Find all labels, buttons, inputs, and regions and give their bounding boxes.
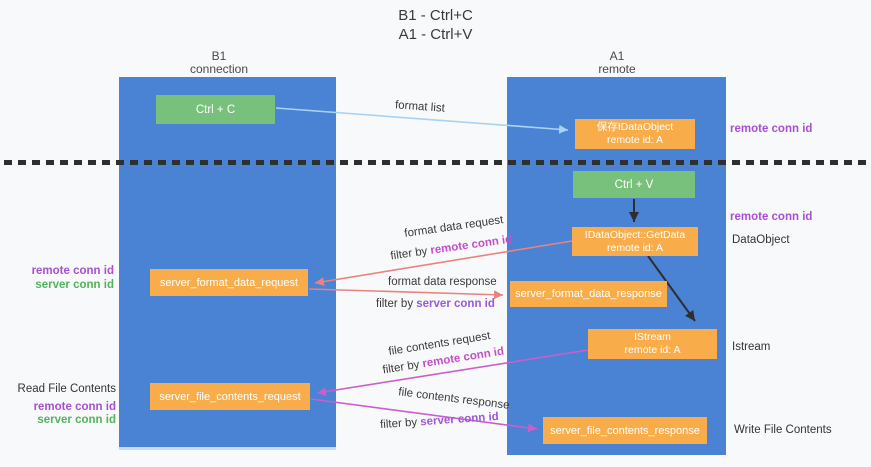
annotation-dataobject: DataObject xyxy=(732,234,790,246)
node-istream-line2: remote id: A xyxy=(624,344,681,356)
node-server-format-data-response-label: server_format_data_response xyxy=(515,288,662,300)
filter-by-text: filter by xyxy=(376,298,417,310)
lane-header-a1-remote: A1 remote xyxy=(517,50,717,76)
node-server-file-contents-request-label: server_file_contents_request xyxy=(159,390,301,403)
edge-label-format-data-response: format data response xyxy=(388,276,497,288)
annotation-remote-conn-id-mid: remote conn id xyxy=(730,211,813,223)
lane-b1-role: connection xyxy=(189,62,249,76)
node-istream-line1: IStream xyxy=(634,331,671,343)
node-getdata-line1: IDataObject::GetData xyxy=(584,228,686,241)
annotation-server-conn-id-left-2: server conn id xyxy=(37,414,116,426)
node-server-file-contents-response-label: server_file_contents_response xyxy=(550,424,700,437)
edge-label-format-list: format list xyxy=(394,99,446,115)
lane-a1-role: remote xyxy=(598,62,636,76)
node-server-file-contents-response: server_file_contents_response xyxy=(543,417,707,444)
title-line-2: A1 - Ctrl+V xyxy=(398,26,473,43)
dashed-divider-line xyxy=(4,160,867,165)
lane-header-b1-connection: B1 connection xyxy=(119,50,319,76)
node-server-format-data-response: server_format_data_response xyxy=(510,281,667,307)
annotation-read-file-contents-group: Read File Contents remote conn id server… xyxy=(10,383,116,428)
filter-by-text: filter by xyxy=(389,244,432,263)
node-save-idataobject-line1: 保存IDataObject xyxy=(596,121,674,133)
server-conn-id-inline-2: server conn id xyxy=(419,410,500,429)
annotation-remote-conn-id-left-1: remote conn id xyxy=(31,265,114,277)
annotation-read-file-contents: Read File Contents xyxy=(17,383,116,395)
edge-label-file-contents-response: file contents response xyxy=(397,386,511,412)
annotation-left-conn-ids: remote conn id server conn id xyxy=(18,265,114,292)
annotation-istream: Istream xyxy=(732,341,771,353)
node-ctrl-v: Ctrl + V xyxy=(573,171,695,198)
node-save-idataobject-line2: remote id: A xyxy=(606,134,664,146)
node-getdata-line2: remote id: A xyxy=(606,241,664,254)
annotation-write-file-contents: Write File Contents xyxy=(734,424,832,436)
arrow-format-data-response xyxy=(308,288,504,300)
edge-label-filter-by-server-1: filter by server conn id xyxy=(376,298,495,310)
node-ctrl-v-label: Ctrl + V xyxy=(614,178,654,191)
node-server-file-contents-request: server_file_contents_request xyxy=(150,383,310,410)
node-istream: IStream remote id: A xyxy=(588,329,717,359)
node-server-format-data-request-label: server_format_data_request xyxy=(159,276,299,289)
edge-label-filter-by-server-2: filter by server conn id xyxy=(380,411,499,431)
node-server-format-data-request: server_format_data_request xyxy=(150,269,308,296)
title-line-1: B1 - Ctrl+C xyxy=(398,7,473,24)
filter-by-text: filter by xyxy=(381,358,424,377)
lane-b1-name: B1 xyxy=(211,49,227,63)
node-idataobject-getdata: IDataObject::GetData remote id: A xyxy=(572,227,698,256)
node-ctrl-c: Ctrl + C xyxy=(156,95,275,124)
filter-by-text: filter by xyxy=(379,416,421,432)
lane-a1-name: A1 xyxy=(609,49,625,63)
node-save-idataobject: 保存IDataObject remote id: A xyxy=(575,119,695,149)
annotation-remote-conn-id-left-2: remote conn id xyxy=(33,400,116,413)
node-ctrl-c-label: Ctrl + C xyxy=(195,103,236,116)
annotation-remote-conn-id-top: remote conn id xyxy=(730,123,813,135)
annotation-server-conn-id-left-1: server conn id xyxy=(35,278,114,291)
server-conn-id-inline-1: server conn id xyxy=(416,298,495,310)
diagram-title: B1 - Ctrl+C A1 - Ctrl+V xyxy=(0,6,871,44)
remote-conn-id-inline-1: remote conn id xyxy=(429,233,513,257)
